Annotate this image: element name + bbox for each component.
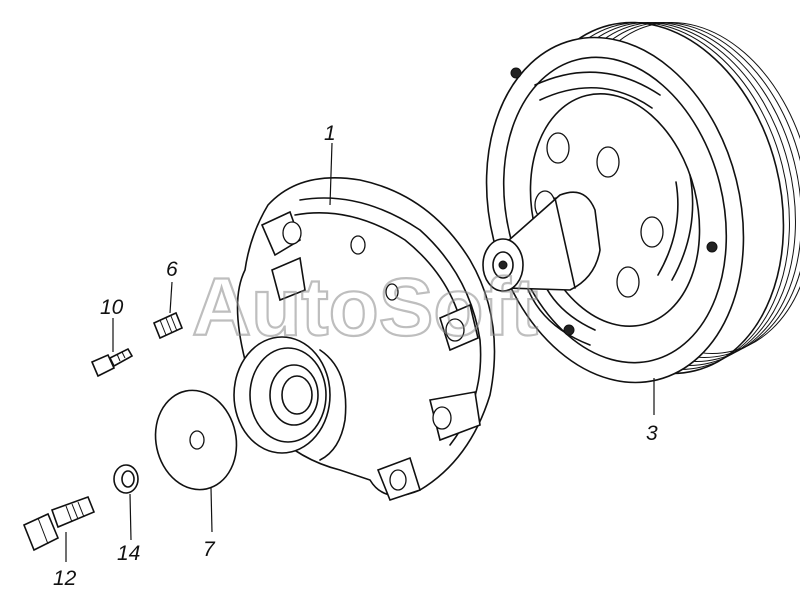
- callout-7: 7: [203, 538, 216, 561]
- callout-12: 12: [53, 567, 77, 590]
- housing-part-1: [233, 177, 496, 501]
- callout-6: 6: [166, 258, 178, 281]
- spring-washer-part-14: [113, 464, 139, 494]
- leader-line-14: [129, 493, 132, 541]
- watermark-text: AutoSoft: [192, 262, 538, 353]
- spring-part-6: [152, 311, 184, 340]
- callout-14: 14: [117, 542, 140, 565]
- leader-line-6: [169, 281, 173, 314]
- pulley-part-3: [482, 21, 800, 384]
- disk-part-7: [154, 389, 238, 491]
- leader-line-1: [329, 142, 333, 206]
- leader-line-7: [210, 487, 213, 533]
- callout-10: 10: [100, 296, 124, 319]
- small-bolt-part-10: [90, 347, 134, 378]
- bolt-part-12: [22, 495, 96, 552]
- callout-1: 1: [324, 122, 336, 145]
- callout-3: 3: [646, 422, 658, 445]
